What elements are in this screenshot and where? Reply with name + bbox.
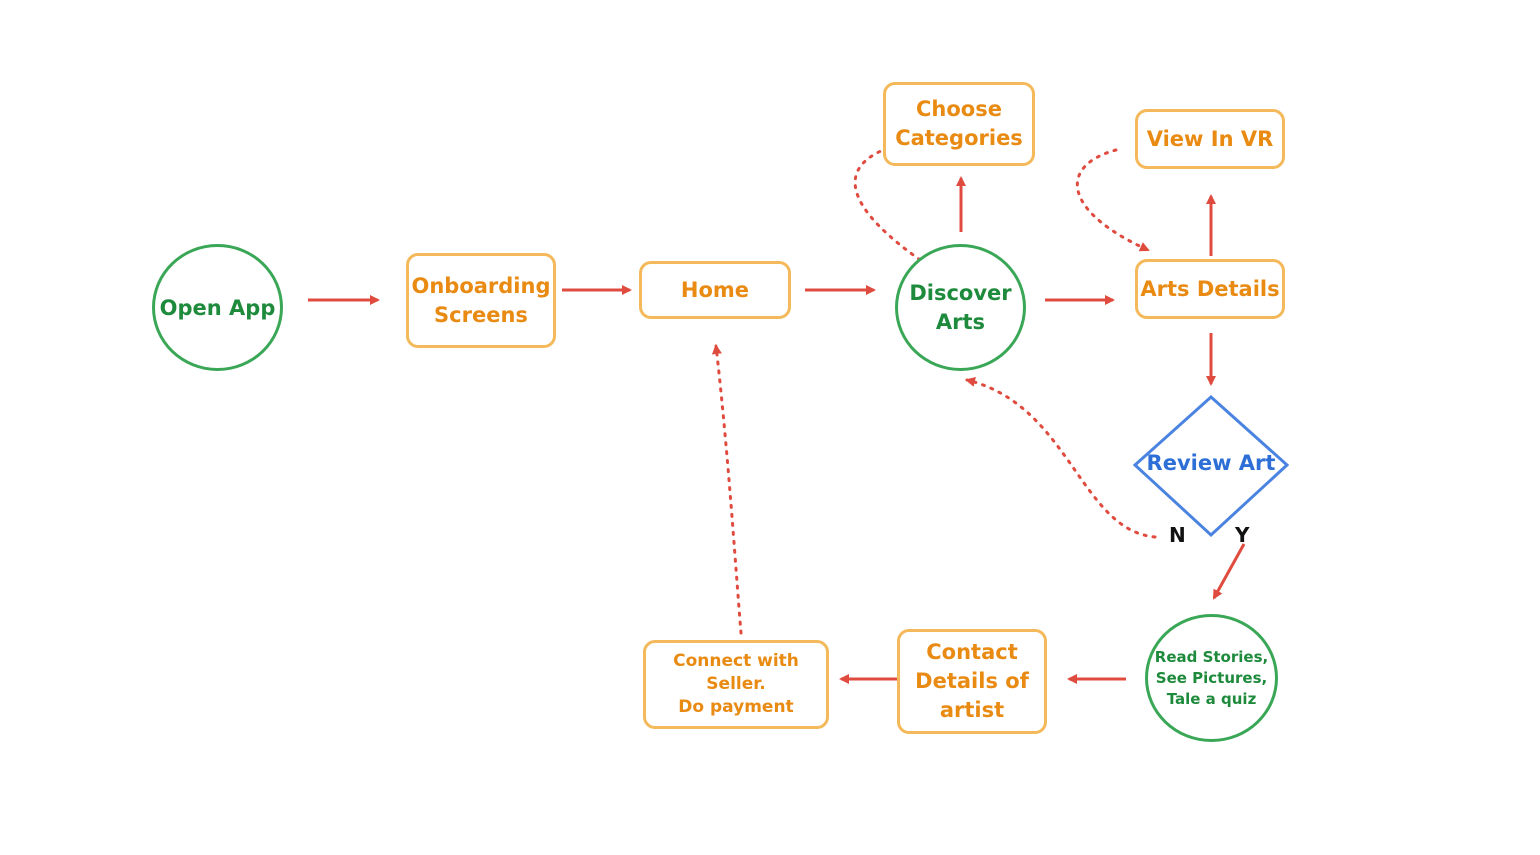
node-open-app: Open App [152, 244, 283, 371]
node-discover-arts-label: Discover Arts [909, 280, 1012, 334]
node-connect-seller: Connect with Seller. Do payment [643, 640, 829, 729]
node-contact-details: Contact Details of artist [897, 629, 1047, 734]
node-contact-details-label: Contact Details of artist [915, 640, 1029, 722]
node-review-art-label: Review Art [1146, 451, 1276, 475]
node-read-stories: Read Stories, See Pictures, Tale a quiz [1145, 614, 1278, 742]
dotted-arrow-categories-to-discover [853, 146, 940, 274]
node-home: Home [639, 261, 791, 319]
dotted-arrow-vr-to-details [1075, 148, 1150, 252]
node-arts-details-label: Arts Details [1140, 277, 1280, 301]
decision-no-label: N [1169, 523, 1186, 547]
node-choose-categories: Choose Categories [883, 82, 1035, 166]
review-diamond [1132, 394, 1290, 538]
node-discover-arts: Discover Arts [895, 244, 1026, 371]
arrow-yes-to-read [1212, 543, 1246, 600]
node-onboarding-screens: Onboarding Screens [406, 253, 556, 348]
node-onboarding-label: Onboarding Screens [411, 273, 551, 327]
decision-yes-label: Y [1235, 523, 1250, 547]
node-home-label: Home [680, 278, 750, 302]
node-choose-categories-label: Choose Categories [895, 97, 1023, 150]
node-arts-details: Arts Details [1135, 259, 1285, 319]
node-open-app-label: Open App [159, 295, 276, 320]
dotted-arrow-connect-to-home [711, 344, 743, 635]
node-connect-seller-label: Connect with Seller. Do payment [673, 651, 799, 717]
node-view-in-vr: View In VR [1135, 109, 1285, 169]
dotted-arrow-no-to-discover [965, 377, 1157, 539]
node-view-in-vr-label: View In VR [1146, 127, 1274, 151]
node-review-art: Review Art [1135, 445, 1287, 481]
node-read-stories-label: Read Stories, See Pictures, Tale a quiz [1154, 647, 1269, 708]
